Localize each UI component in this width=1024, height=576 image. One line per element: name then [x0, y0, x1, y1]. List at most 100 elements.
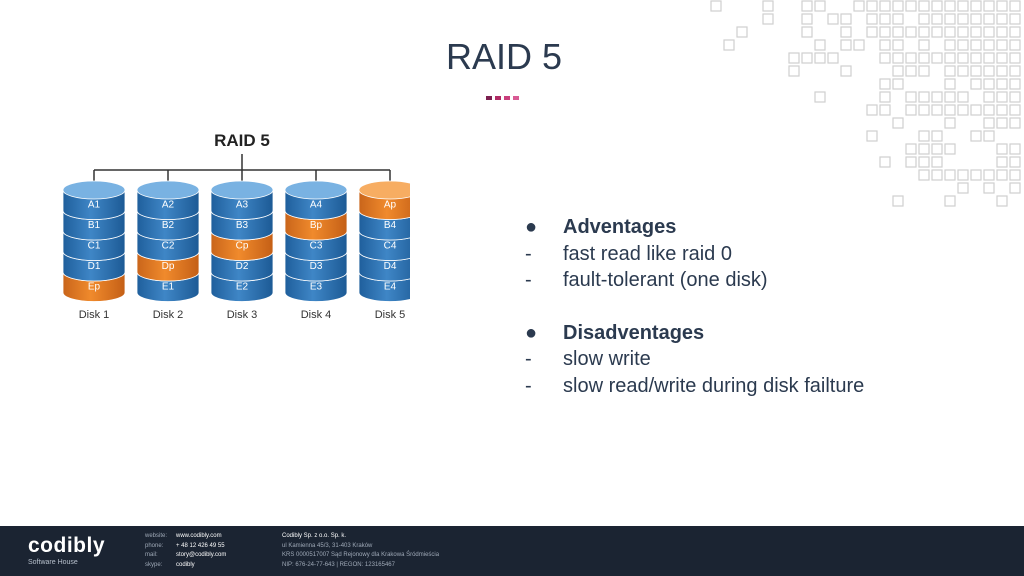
pattern-square [996, 0, 1008, 12]
pattern-square [801, 26, 813, 38]
dash-marker: - [525, 348, 532, 370]
pattern-square [931, 52, 943, 64]
pattern-square [905, 91, 917, 103]
pattern-square [879, 104, 891, 116]
pattern-square [905, 156, 917, 168]
pattern-square [944, 143, 956, 155]
pattern-square [970, 65, 982, 77]
pattern-square [892, 0, 904, 12]
brand-logo: codibly [28, 534, 106, 557]
footer-bar: codibly Software House website: phone: m… [0, 526, 1024, 576]
pattern-square [1009, 169, 1021, 181]
pattern-square [983, 65, 995, 77]
pattern-square [840, 13, 852, 25]
pattern-square [996, 117, 1008, 129]
pattern-square [957, 52, 969, 64]
pattern-square [944, 195, 956, 207]
pattern-square [918, 65, 930, 77]
pattern-square [1009, 52, 1021, 64]
pattern-square [710, 0, 722, 12]
pattern-square [1009, 26, 1021, 38]
pattern-square [931, 91, 943, 103]
company-info: Codibly Sp. z o.o. Sp. k. ul Kamienna 45… [282, 532, 439, 570]
disk-label: Disk 4 [301, 309, 332, 321]
block-label: C4 [384, 240, 397, 251]
advantage-item: fast read like raid 0 [563, 242, 732, 265]
pattern-square [996, 104, 1008, 116]
advantage-item: fault-tolerant (one disk) [563, 269, 768, 291]
pattern-square [879, 78, 891, 90]
pattern-square [853, 39, 865, 51]
pattern-square [970, 104, 982, 116]
pattern-square [970, 39, 982, 51]
block-label: Cp [236, 240, 249, 251]
website-link[interactable]: www.codibly.com [176, 533, 222, 539]
pattern-square [944, 13, 956, 25]
dash-marker: - [525, 242, 532, 265]
block-label: B4 [384, 220, 397, 231]
pattern-square [853, 0, 865, 12]
bullet-icon: ● [525, 321, 538, 344]
pattern-square [996, 52, 1008, 64]
pattern-square [931, 143, 943, 155]
pattern-square [840, 65, 852, 77]
accent-dash-1 [486, 96, 492, 100]
pattern-square [944, 78, 956, 90]
pattern-square [918, 13, 930, 25]
pros-cons-list: ● Adventages - fast read like raid 0 - f… [525, 214, 864, 399]
block-label: B2 [162, 220, 175, 231]
block-label: E1 [162, 281, 175, 292]
pattern-square [957, 13, 969, 25]
pattern-square [840, 39, 852, 51]
disk-label: Disk 5 [375, 309, 406, 321]
pattern-square [983, 91, 995, 103]
pattern-square [918, 0, 930, 12]
pattern-square [957, 65, 969, 77]
list-item: - fast read like raid 0 [525, 241, 864, 268]
contact-label: phone: [145, 542, 164, 549]
pattern-square [957, 39, 969, 51]
block-label: E4 [384, 281, 397, 292]
pattern-square [892, 195, 904, 207]
pattern-square [970, 0, 982, 12]
brand-tagline: Software House [28, 559, 78, 566]
pattern-square [879, 26, 891, 38]
pattern-square [996, 65, 1008, 77]
pattern-square [905, 26, 917, 38]
pattern-square [983, 52, 995, 64]
company-tax-ids: NIP: 676-24-77-643 | REGON: 123165467 [282, 561, 395, 568]
pattern-square [918, 143, 930, 155]
block-label: D2 [236, 261, 249, 272]
disadvantages-heading: ● Disadventages [525, 320, 864, 347]
pattern-square [840, 26, 852, 38]
pattern-square [788, 52, 800, 64]
pattern-square [970, 26, 982, 38]
pattern-square [996, 195, 1008, 207]
pattern-square [931, 130, 943, 142]
pattern-square [970, 52, 982, 64]
pattern-square [879, 52, 891, 64]
pattern-square [814, 0, 826, 12]
pattern-square [1009, 65, 1021, 77]
block-label: Ap [384, 199, 397, 210]
block-top [284, 180, 348, 200]
pattern-square [970, 169, 982, 181]
pattern-square [892, 13, 904, 25]
pattern-square [983, 117, 995, 129]
pattern-square [996, 26, 1008, 38]
email-link[interactable]: story@codibly.com [176, 552, 227, 558]
pattern-square [866, 26, 878, 38]
pattern-square [944, 26, 956, 38]
pattern-square [801, 13, 813, 25]
pattern-square [1009, 182, 1021, 194]
pattern-square [1009, 78, 1021, 90]
pattern-square [996, 78, 1008, 90]
pattern-square [892, 52, 904, 64]
pattern-square [931, 13, 943, 25]
accent-dash-4 [513, 96, 519, 100]
pattern-square [905, 52, 917, 64]
pattern-square [983, 78, 995, 90]
pattern-square [879, 39, 891, 51]
contact-label: mail: [145, 552, 158, 558]
